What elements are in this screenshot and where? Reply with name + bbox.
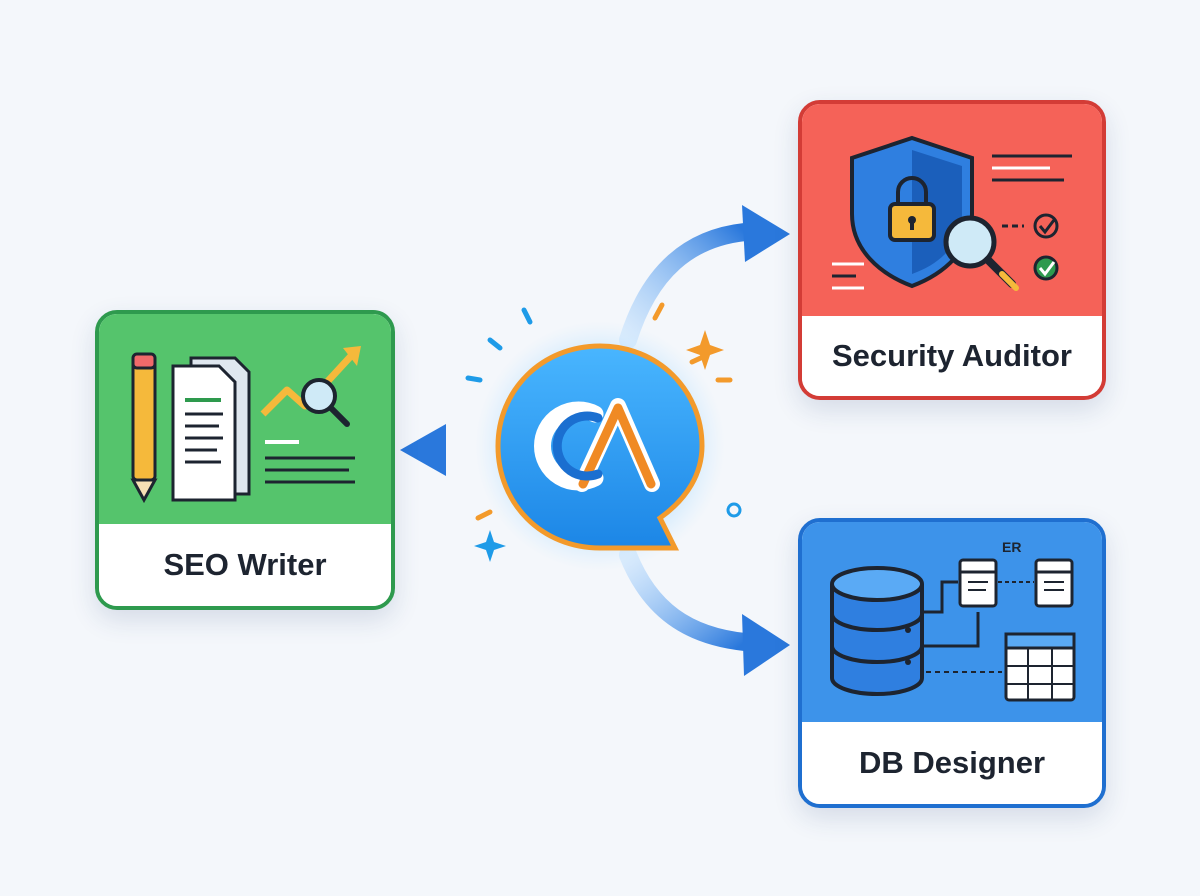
trend-chart-magnifier-icon [260, 346, 361, 484]
arrow-to-security-auditor [619, 205, 790, 349]
card-security-auditor[interactable]: Security Auditor [798, 100, 1106, 400]
table-grid-icon [926, 632, 1076, 702]
db-illustration: ER [802, 522, 1102, 722]
magnifier-icon [943, 215, 1019, 291]
card-label: DB Designer [802, 722, 1102, 804]
documents-icon [171, 356, 251, 502]
card-seo-writer[interactable]: SEO Writer [95, 310, 395, 610]
logo-a-shape [578, 403, 656, 489]
hub-logo: CA [470, 318, 730, 578]
checklist-icon [832, 154, 1072, 290]
card-label: SEO Writer [99, 524, 391, 606]
arrow-to-db-designer [619, 546, 790, 676]
pencil-icon [130, 352, 158, 504]
seo-illustration [99, 314, 391, 524]
card-label: Security Auditor [802, 316, 1102, 396]
card-db-designer[interactable]: ER DB De [798, 518, 1106, 808]
er-tag: ER [1002, 539, 1021, 555]
er-diagram-icon: ER [922, 539, 1074, 648]
security-illustration [802, 104, 1102, 316]
database-icon [830, 566, 924, 696]
